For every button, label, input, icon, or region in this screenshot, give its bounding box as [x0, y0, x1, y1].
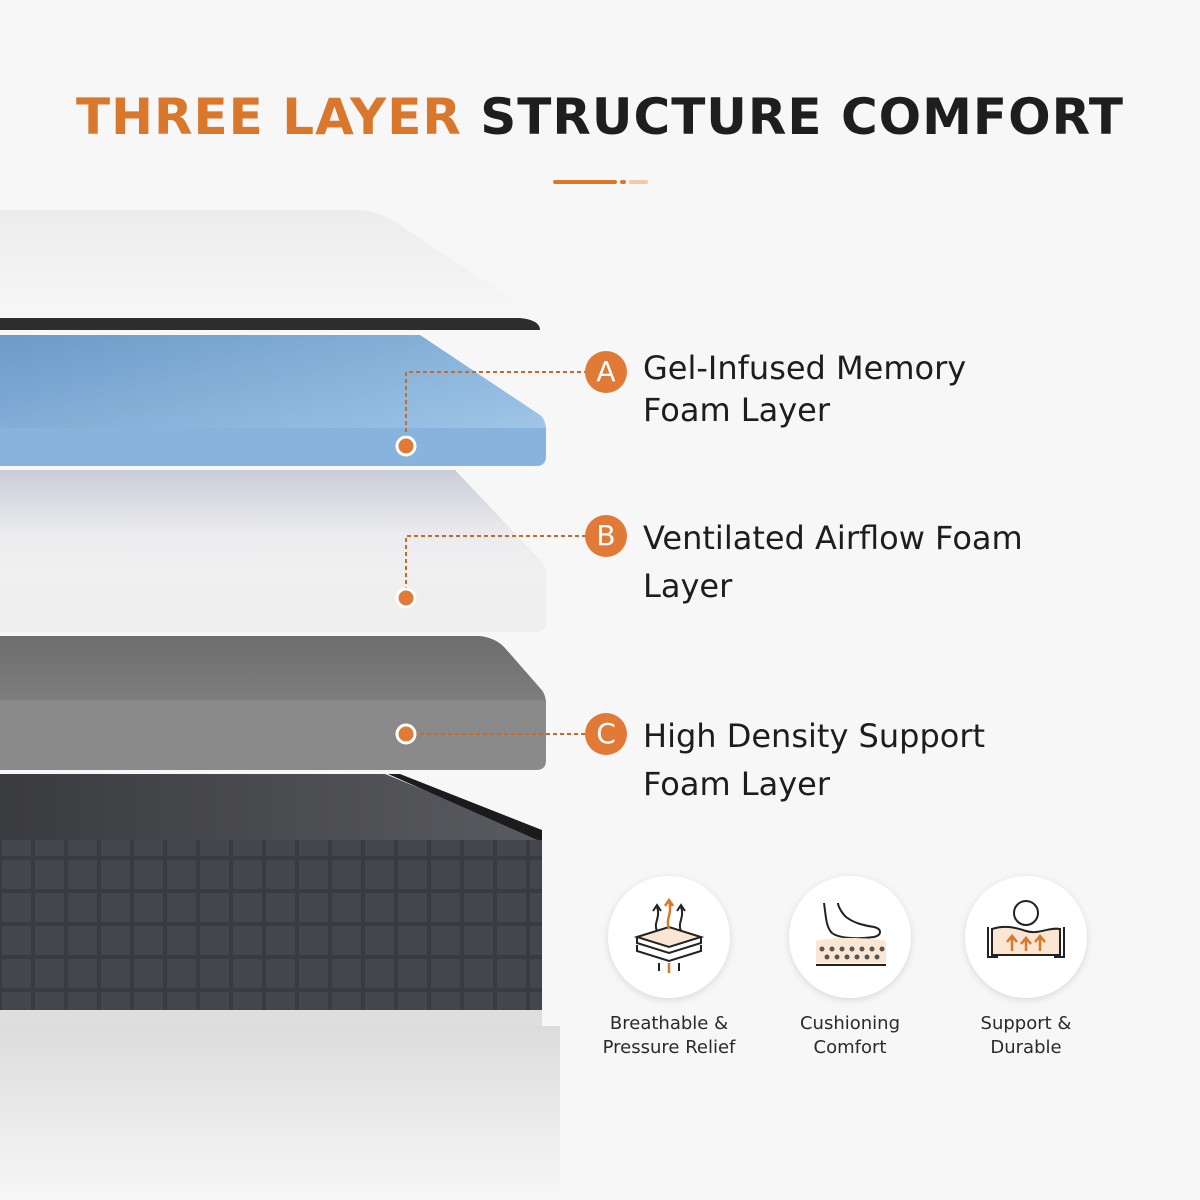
feature-support-line1: Support & — [980, 1013, 1072, 1034]
layer-c-line2: Foam Layer — [643, 765, 831, 803]
title-divider-dot — [620, 180, 626, 184]
airflow-foam-layer — [0, 470, 546, 632]
layer-a-line1: Gel-Infused Memory — [643, 349, 967, 387]
feature-support-line2: Durable — [990, 1037, 1062, 1058]
title-divider — [553, 180, 617, 184]
title-divider-tail — [629, 180, 648, 184]
breathable-layers-icon — [608, 876, 730, 998]
feature-cushioning-line2: Comfort — [813, 1037, 887, 1058]
feature-breathable-line1: Breathable & — [609, 1013, 729, 1034]
layer-a-line2: Foam Layer — [643, 391, 831, 429]
leader-lines — [405, 371, 585, 735]
support-person-icon — [965, 876, 1087, 998]
layer-b-marker — [395, 587, 417, 609]
layer-b-text: Ventilated Airflow Foam Layer — [643, 514, 1063, 610]
layer-c-line1: High Density Support — [643, 717, 986, 755]
feature-breathable-line2: Pressure Relief — [602, 1037, 736, 1058]
layer-c-marker — [395, 723, 417, 745]
feature-cushioning-caption: Cushioning Comfort — [760, 1012, 940, 1060]
layer-a-text: Gel-Infused Memory Foam Layer — [643, 347, 1063, 431]
layer-b-badge: B — [585, 515, 627, 557]
layer-c-text: High Density Support Foam Layer — [643, 712, 1063, 808]
feature-support-caption: Support & Durable — [936, 1012, 1116, 1060]
feature-breathable: Breathable & Pressure Relief — [579, 876, 759, 1060]
feature-cushioning-line1: Cushioning — [799, 1013, 901, 1034]
cushioning-foot-icon — [789, 876, 911, 998]
support-foam-layer — [0, 636, 546, 770]
title-accent: THREE LAYER — [76, 88, 462, 146]
gel-memory-foam-layer — [0, 335, 546, 466]
layer-a-marker — [395, 435, 417, 457]
feature-breathable-caption: Breathable & Pressure Relief — [579, 1012, 759, 1060]
layer-a-badge: A — [585, 351, 627, 393]
title-rest: STRUCTURE COMFORT — [480, 88, 1124, 146]
feature-cushioning: Cushioning Comfort — [760, 876, 940, 1060]
layer-b-line2: Layer — [643, 567, 733, 605]
layer-b-line1: Ventilated Airflow Foam — [643, 519, 1023, 557]
top-cover-layer — [0, 210, 541, 330]
feature-support: Support & Durable — [936, 876, 1116, 1060]
page-title: THREE LAYER STRUCTURE COMFORT — [0, 88, 1200, 146]
layer-c-badge: C — [585, 713, 627, 755]
mattress-base — [0, 774, 560, 1200]
